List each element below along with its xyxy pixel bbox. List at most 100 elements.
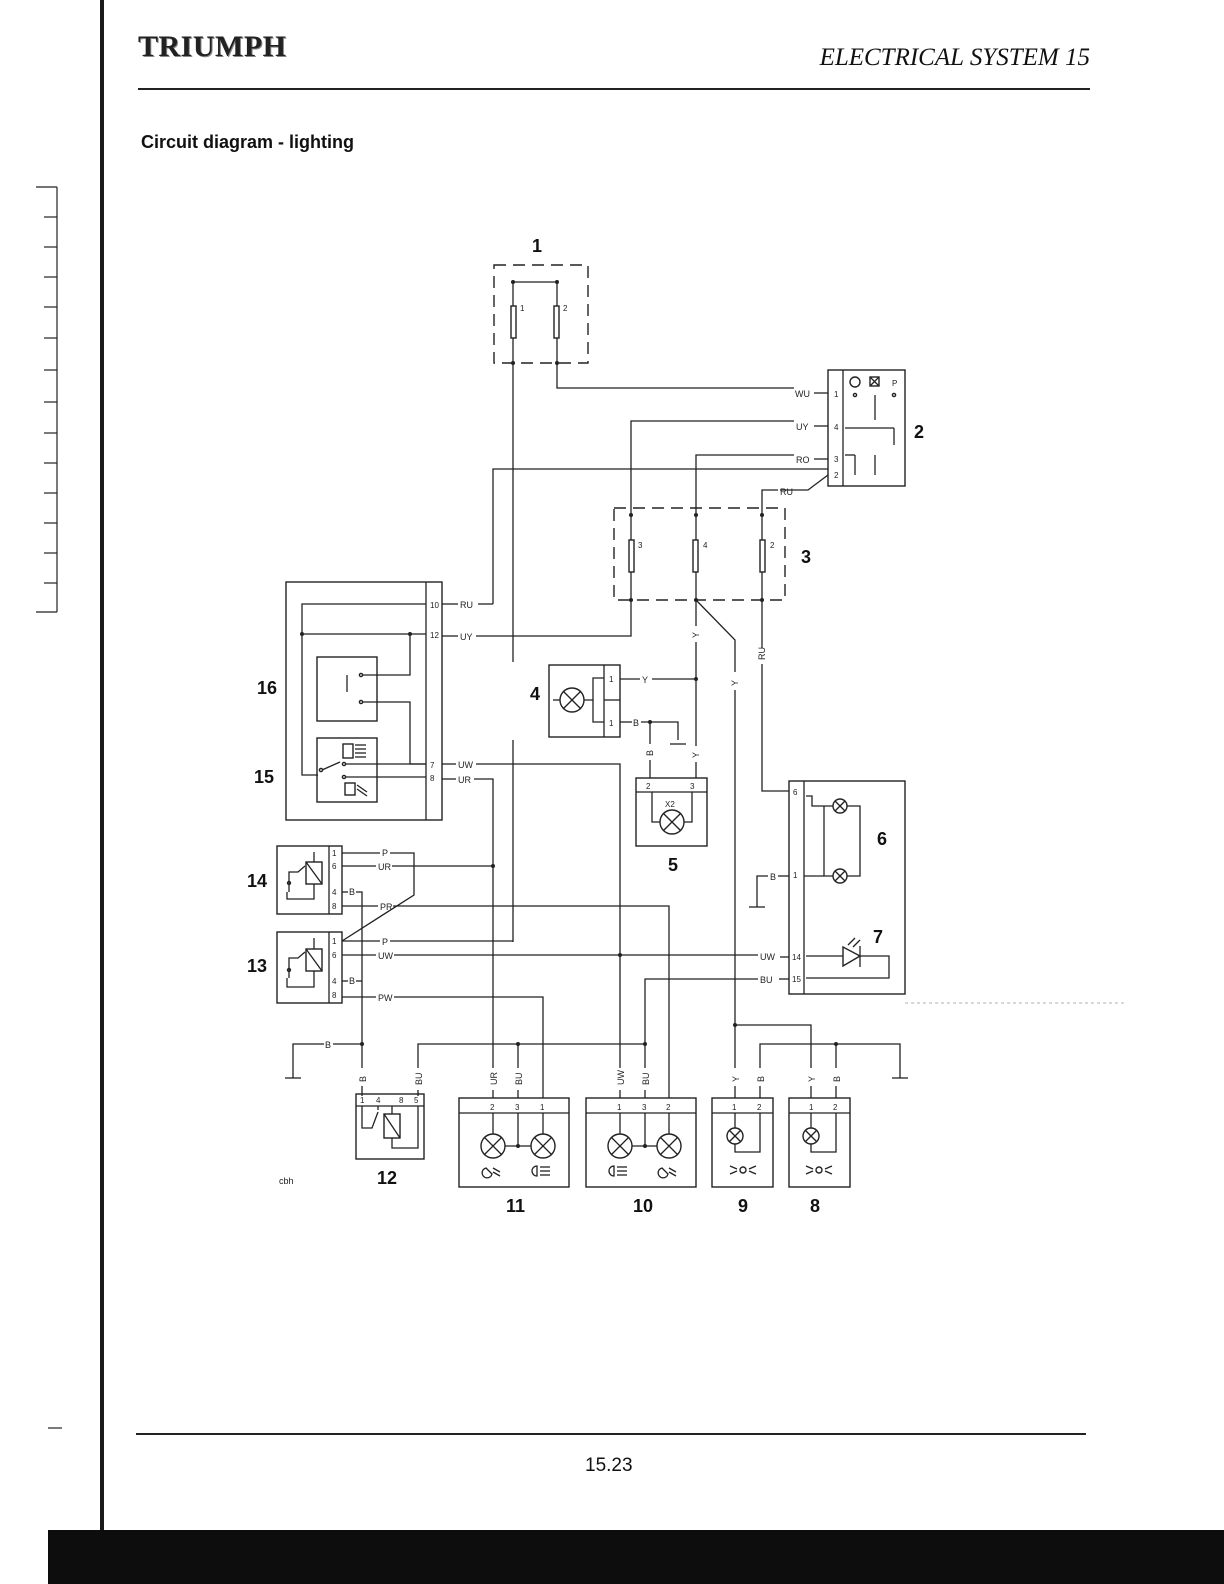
component-number-1: 1 (532, 236, 542, 256)
svg-text:8: 8 (430, 774, 435, 783)
svg-text:10: 10 (430, 601, 439, 610)
svg-text:B: B (645, 750, 655, 756)
svg-text:RU: RU (460, 600, 473, 610)
lamp-5: 2 3 X2 (636, 778, 707, 846)
svg-text:1: 1 (360, 1096, 365, 1105)
svg-text:4: 4 (703, 541, 708, 550)
svg-text:Y: Y (691, 752, 701, 758)
component-number-4: 4 (530, 684, 540, 704)
svg-text:B: B (358, 1076, 368, 1082)
svg-text:3: 3 (638, 541, 643, 550)
component-number-2: 2 (914, 422, 924, 442)
svg-text:1: 1 (332, 849, 337, 858)
svg-text:BU: BU (414, 1072, 424, 1085)
svg-text:UW: UW (616, 1070, 626, 1085)
svg-text:4: 4 (332, 977, 337, 986)
svg-text:RO: RO (796, 455, 810, 465)
scan-bottom-bar (48, 1530, 1224, 1584)
warning-lamp-4: 1 1 (549, 665, 620, 737)
svg-text:RU: RU (780, 487, 793, 497)
fuse-pin-label: 2 (563, 304, 568, 313)
svg-text:1: 1 (617, 1103, 622, 1112)
artist-mark: cbh (279, 1176, 294, 1186)
svg-text:1: 1 (540, 1103, 545, 1112)
component-number-8: 8 (810, 1196, 820, 1216)
component-number-11: 11 (506, 1196, 525, 1216)
lamp-9: 1 2 (712, 1098, 773, 1187)
switch-position-p: P (892, 379, 897, 388)
relay-14: 1 6 4 8 (277, 846, 342, 914)
instrument-wiring: RU B UW BU (645, 600, 789, 1068)
margin-ticks (36, 187, 62, 1428)
svg-text:3: 3 (834, 455, 839, 464)
handlebar-switch-16: 10 12 (286, 582, 442, 820)
svg-text:12: 12 (430, 631, 439, 640)
svg-text:3: 3 (690, 782, 695, 791)
svg-text:UR: UR (489, 1072, 499, 1085)
svg-text:X2: X2 (665, 800, 675, 809)
component-number-7: 7 (873, 927, 883, 947)
svg-text:2: 2 (666, 1103, 671, 1112)
dip-switch-15: 7 8 (317, 738, 435, 802)
svg-text:UR: UR (378, 862, 391, 872)
headlamp-10: 1 3 2 (586, 1098, 696, 1187)
svg-text:UY: UY (796, 422, 809, 432)
svg-text:1: 1 (793, 871, 798, 880)
svg-text:B: B (832, 1076, 842, 1082)
svg-text:6: 6 (332, 862, 337, 871)
svg-text:BU: BU (514, 1072, 524, 1085)
svg-text:2: 2 (834, 471, 839, 480)
svg-text:Y: Y (691, 632, 701, 638)
svg-text:1: 1 (809, 1103, 814, 1112)
svg-text:3: 3 (642, 1103, 647, 1112)
component-number-14: 14 (247, 871, 267, 891)
fuse-box-3: 3 4 2 (614, 508, 785, 602)
component-number-6: 6 (877, 829, 887, 849)
svg-text:PR: PR (380, 902, 393, 912)
svg-text:P: P (382, 848, 388, 858)
svg-text:UR: UR (458, 775, 471, 785)
svg-text:2: 2 (833, 1103, 838, 1112)
svg-text:B: B (349, 976, 355, 986)
svg-text:P: P (382, 937, 388, 947)
relay-wiring: P UR B PR P UW B PW (342, 848, 758, 1068)
svg-text:BU: BU (760, 975, 773, 985)
svg-text:2: 2 (770, 541, 775, 550)
svg-text:15: 15 (792, 975, 801, 984)
svg-text:B: B (770, 872, 776, 882)
component-number-3: 3 (801, 547, 811, 567)
instrument-panel-6: 6 1 14 15 (789, 781, 905, 994)
switch-wiring: WU UY RO RU (493, 363, 828, 604)
svg-text:Y: Y (807, 1076, 817, 1082)
svg-text:UW: UW (458, 760, 473, 770)
svg-text:3: 3 (515, 1103, 520, 1112)
connector-wire-labels: B BU UR BU UW BU Y B Y B (358, 1068, 842, 1098)
page-number: 15.23 (585, 1455, 633, 1477)
component-number-16: 16 (257, 678, 277, 698)
svg-text:14: 14 (792, 953, 801, 962)
svg-text:4: 4 (332, 888, 337, 897)
svg-text:1: 1 (834, 390, 839, 399)
footer-rule (136, 1433, 1086, 1435)
component-number-13: 13 (247, 956, 267, 976)
fuse-box-1: 1 2 (494, 265, 588, 365)
headlamp-11: 2 3 1 (459, 1098, 569, 1187)
svg-text:1: 1 (332, 937, 337, 946)
svg-text:UW: UW (760, 952, 775, 962)
svg-text:UY: UY (460, 632, 473, 642)
svg-text:UW: UW (378, 951, 393, 961)
component-number-9: 9 (738, 1196, 748, 1216)
svg-text:WU: WU (795, 389, 810, 399)
component-number-15: 15 (254, 767, 274, 787)
svg-text:2: 2 (490, 1103, 495, 1112)
svg-text:Y: Y (642, 675, 648, 685)
svg-text:RU: RU (757, 647, 767, 660)
component-number-12: 12 (377, 1168, 397, 1188)
svg-text:Y: Y (731, 1076, 741, 1082)
svg-text:2: 2 (757, 1103, 762, 1112)
relay-13: 1 6 4 8 (277, 932, 342, 1003)
svg-text:B: B (633, 718, 639, 728)
svg-text:BU: BU (641, 1072, 651, 1085)
svg-text:8: 8 (399, 1096, 404, 1105)
